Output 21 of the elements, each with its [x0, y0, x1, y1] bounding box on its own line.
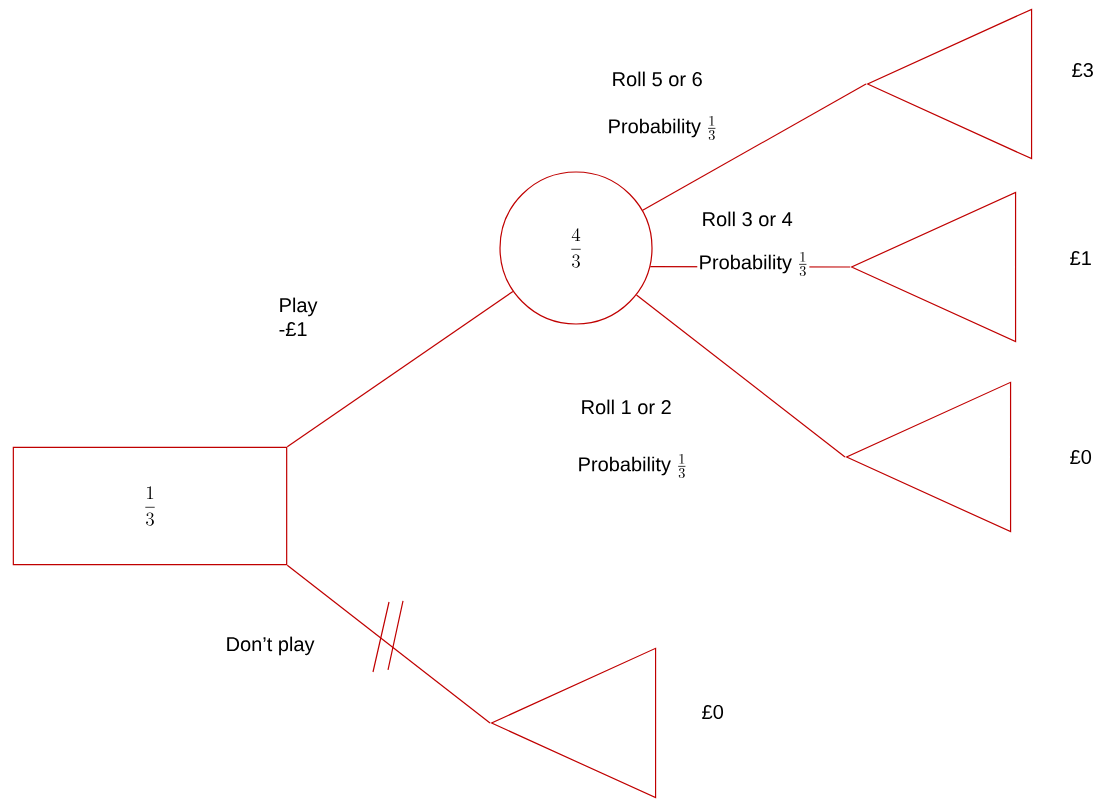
decision-box: $\frac{1}{3}$ — [12, 446, 288, 566]
payoff-label: £3 — [1072, 62, 1093, 78]
probability-label: $\text{Probability}\ \frac{1}{3}$ — [697, 250, 810, 278]
edge-label: Don’t play — [227, 636, 315, 656]
outcome-triangle — [866, 8, 1033, 160]
edge-label: Roll 5 or 6 — [613, 71, 702, 87]
payoff-label: £0 — [702, 704, 724, 720]
edge-label: Play -£1 — [279, 297, 318, 337]
edge-label: Roll 1 or 2 — [582, 399, 671, 415]
branch-line — [286, 290, 514, 448]
branch-line — [642, 83, 867, 211]
probability-label: $\text{Probability}\ \frac{1}{3}$ — [576, 452, 689, 480]
branch-line — [286, 564, 491, 724]
outcome-triangle — [845, 381, 1012, 533]
probability-label: $\text{Probability}\ \frac{1}{3}$ — [606, 114, 719, 142]
outcome-triangle — [490, 647, 657, 799]
edge-label: Roll 3 or 4 — [703, 211, 793, 227]
payoff-label: £0 — [1070, 449, 1092, 465]
payoff-label: £1 — [1070, 251, 1091, 265]
outcome-triangle — [850, 191, 1017, 343]
branch-line — [635, 294, 846, 458]
